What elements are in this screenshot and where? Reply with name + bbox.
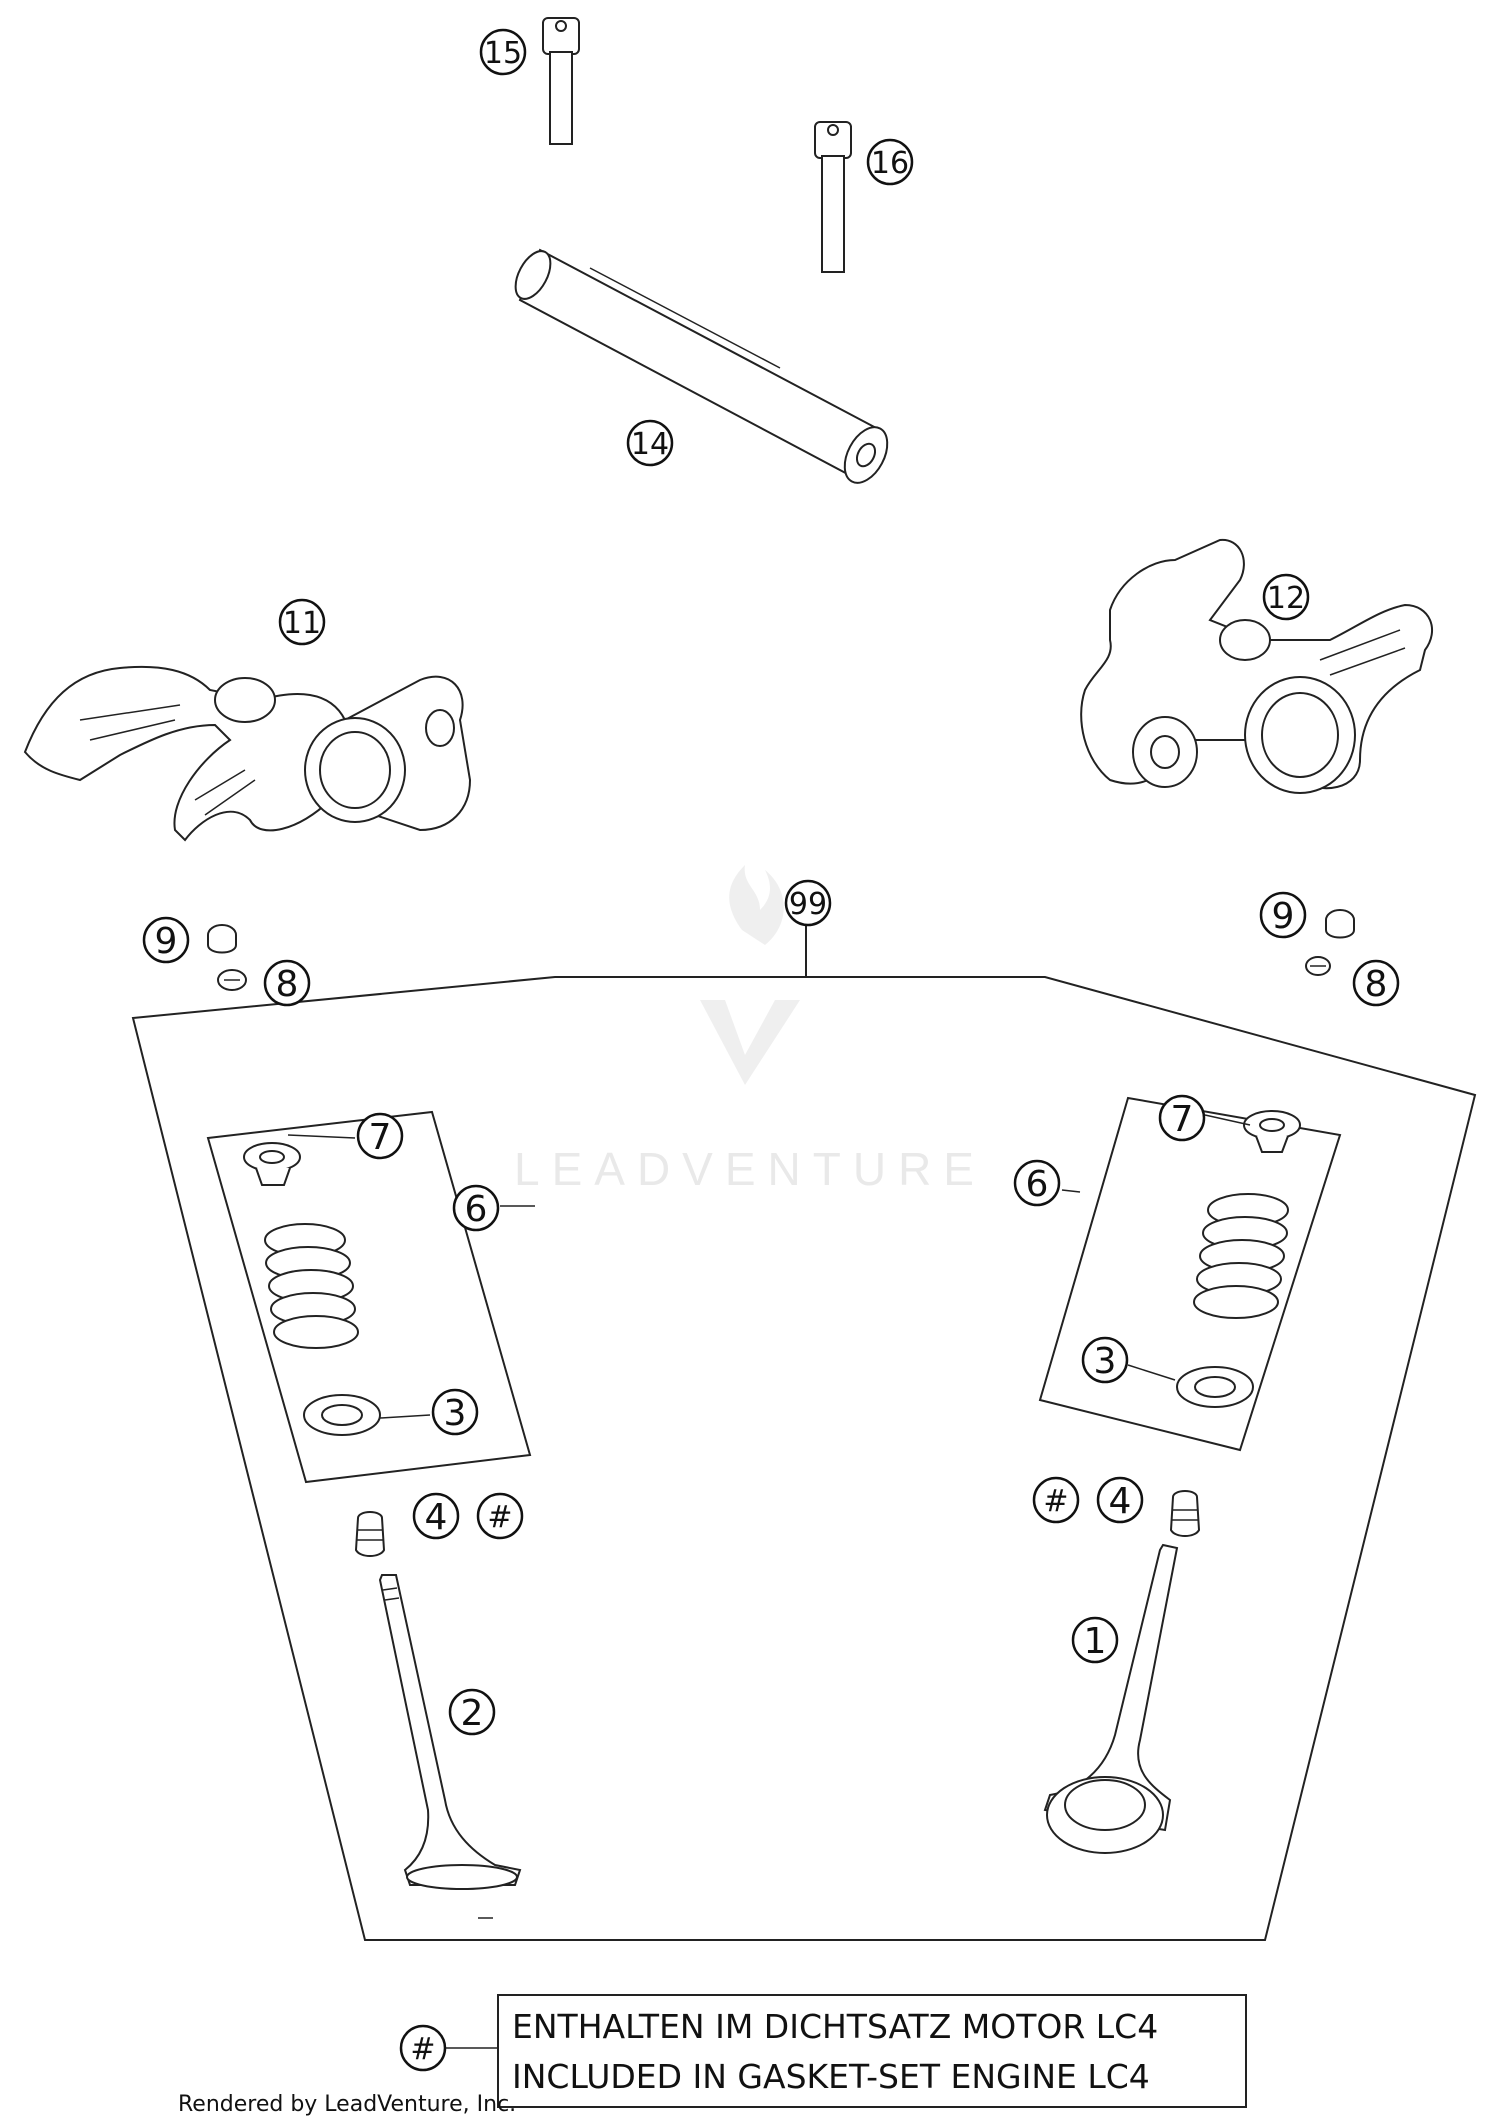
callouts xyxy=(142,28,1400,2072)
callout-1: 1 xyxy=(1084,1621,1107,1662)
spring-seat-3-right xyxy=(1176,1366,1254,1408)
callout-99: 99 xyxy=(789,887,827,922)
collet-8-left xyxy=(217,969,247,991)
leader-lines xyxy=(287,1114,1251,2049)
watermark-text: LEADVENTURE xyxy=(514,1143,986,1195)
callout-4-right: 4 xyxy=(1109,1481,1132,1522)
callout-8-right: 8 xyxy=(1365,964,1388,1005)
callout-6-left: 6 xyxy=(465,1189,488,1230)
note-line-2: INCLUDED IN GASKET-SET ENGINE LC4 xyxy=(512,2057,1150,2096)
intake-valve-1 xyxy=(1043,1543,1179,1854)
callout-2: 2 xyxy=(461,1693,484,1734)
bolt-16 xyxy=(814,121,852,273)
valve-stem-seal-4-right xyxy=(1169,1490,1201,1537)
spring-set-left-box xyxy=(206,1110,532,1484)
callout-8-left: 8 xyxy=(276,964,299,1005)
valve-spring-right xyxy=(1193,1193,1289,1319)
callout-3-left: 3 xyxy=(444,1393,467,1434)
cap-9-left xyxy=(207,924,237,954)
callout-12: 12 xyxy=(1267,581,1305,616)
callout-9-left: 9 xyxy=(155,921,178,962)
callout-7-right: 7 xyxy=(1171,1099,1194,1140)
rocker-arm-12 xyxy=(1080,538,1434,794)
note-line-1: ENTHALTEN IM DICHTSATZ MOTOR LC4 xyxy=(512,2007,1158,2046)
leadventure-watermark: LEADVENTURE xyxy=(514,865,986,1195)
callout-hash-note: # xyxy=(410,2032,435,2067)
callout-3-right: 3 xyxy=(1094,1341,1117,1382)
valve-kit-outline xyxy=(131,976,1477,1941)
collet-8-right xyxy=(1305,956,1331,976)
exhaust-valve-2 xyxy=(378,1574,522,1890)
render-credit: Rendered by LeadVenture, Inc. xyxy=(178,2092,517,2117)
callout-15: 15 xyxy=(484,36,522,71)
callout-labels: 15 16 14 11 12 99 9 8 9 8 7 7 6 6 3 3 4 … xyxy=(155,36,1388,2067)
spring-retainer-7-right xyxy=(1243,1110,1301,1153)
callout-hash-right: # xyxy=(1043,1484,1068,1519)
callout-11: 11 xyxy=(283,606,321,641)
spring-seat-3-left xyxy=(303,1394,381,1436)
rocker-arm-11 xyxy=(23,665,472,842)
callout-14: 14 xyxy=(631,427,669,462)
valve-stem-seal-4-left xyxy=(354,1511,386,1557)
callout-4-left: 4 xyxy=(425,1497,448,1538)
bolt-15 xyxy=(542,17,580,145)
valve-spring-left xyxy=(264,1223,359,1349)
callout-7-left: 7 xyxy=(369,1117,392,1158)
callout-16: 16 xyxy=(871,146,909,181)
callout-9-right: 9 xyxy=(1272,896,1295,937)
gasket-set-note: ENTHALTEN IM DICHTSATZ MOTOR LC4 INCLUDE… xyxy=(497,1994,1247,2108)
cap-9-right xyxy=(1325,909,1355,939)
callout-hash-left: # xyxy=(487,1500,512,1535)
rocker-shaft-14 xyxy=(514,248,889,484)
callout-6-right: 6 xyxy=(1026,1164,1049,1205)
spring-retainer-7-left xyxy=(243,1142,301,1186)
